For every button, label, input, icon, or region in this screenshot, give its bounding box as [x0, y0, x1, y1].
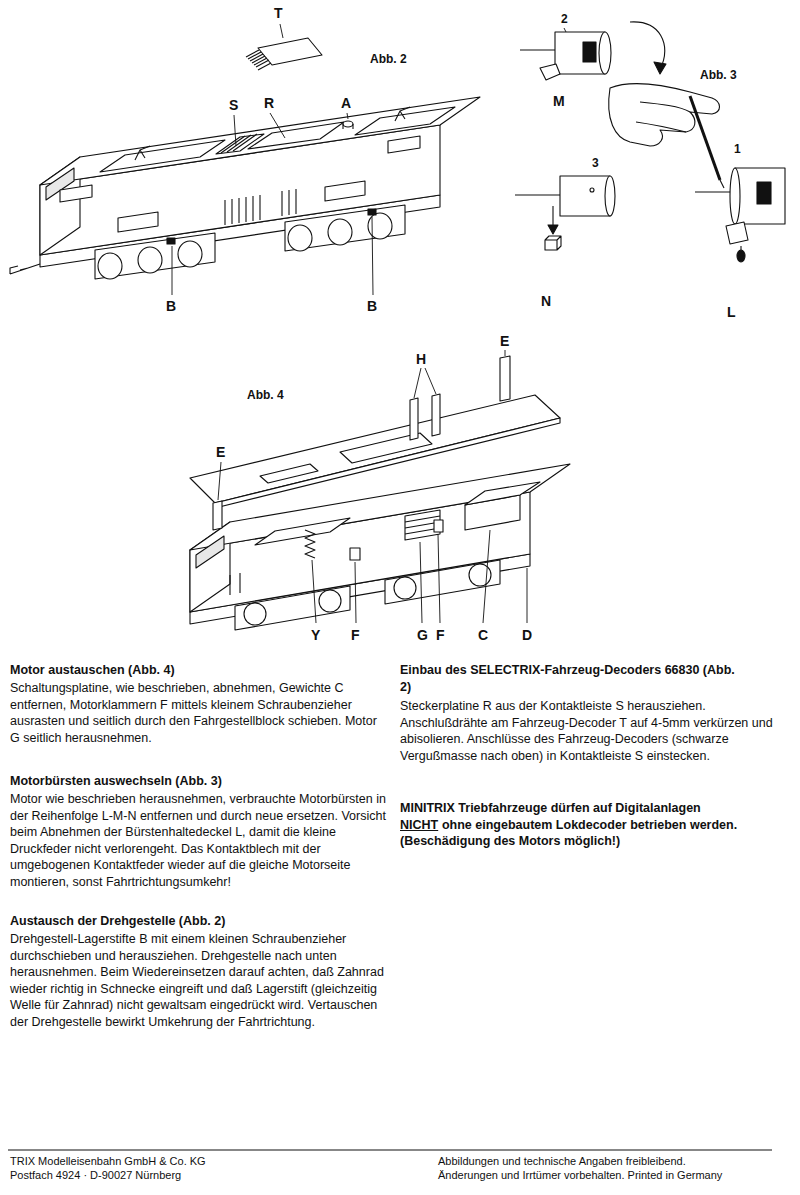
section-heading: Motor austauschen (Abb. 4) — [10, 662, 390, 679]
figure-number: 3 — [592, 156, 599, 172]
figure-number: 2 — [561, 12, 568, 28]
part-letter: G — [417, 626, 428, 644]
footer-note: Abbildungen und technische Angaben freib… — [438, 1154, 686, 1168]
section-text: Motor wie beschrieben herausnehmen, verb… — [10, 791, 390, 890]
figure-number: 1 — [734, 142, 741, 158]
part-letter: S — [229, 96, 238, 114]
warning-block: MINITRIX Triebfahrzeuge dürfen auf Digit… — [400, 800, 775, 850]
section-heading: Austausch der Drehgestelle (Abb. 2) — [10, 913, 390, 930]
part-letter: C — [478, 626, 488, 644]
section-text: Steckerplatine R aus der Kontaktleiste S… — [400, 698, 775, 764]
motor-brush-drawing — [515, 22, 785, 262]
warning-note: MINITRIX Triebfahrzeuge dürfen auf Digit… — [400, 800, 775, 817]
warning-note: NICHT — [400, 818, 438, 832]
chassis-drawing — [190, 350, 570, 630]
footer-note: Änderungen und Irrtümer vorbehalten. Pri… — [438, 1168, 722, 1182]
part-letter: F — [436, 626, 445, 644]
locomotive-drawing — [10, 24, 480, 295]
part-letter: F — [351, 626, 360, 644]
part-letter: H — [416, 350, 426, 368]
part-letter: A — [341, 94, 351, 112]
part-letter: T — [274, 4, 283, 22]
section-heading: Motorbürsten auswechseln (Abb. 3) — [10, 773, 390, 790]
section-text: Schaltungsplatine, wie beschrieben, abne… — [10, 680, 390, 746]
section-text: Drehgestell-Lagerstifte B mit einem klei… — [10, 931, 390, 1030]
part-letter: Y — [311, 626, 320, 644]
footer-rule — [8, 1149, 772, 1150]
figure-number: Abb. 3 — [700, 68, 737, 84]
part-letter: D — [522, 626, 532, 644]
footer-note: TRIX Modelleisenbahn GmbH & Co. KG — [10, 1154, 206, 1168]
part-letter: E — [500, 332, 509, 350]
footer-note: Postfach 4924 · D-90027 Nürnberg — [10, 1168, 181, 1182]
section-heading: Einbau des SELECTRIX-Fahrzeug-Decoders 6… — [400, 662, 740, 695]
figure-number: Abb. 4 — [247, 388, 284, 404]
part-letter: L — [727, 303, 736, 321]
part-letter: B — [166, 297, 176, 315]
part-letter: R — [264, 94, 274, 112]
part-letter: N — [541, 292, 551, 310]
warning-note: ohne eingebautem Lokdecoder betrieben we… — [442, 818, 737, 832]
part-letter: B — [367, 297, 377, 315]
figure-number: Abb. 2 — [370, 52, 407, 68]
warning-note: (Beschädigung des Motors möglich!) — [400, 833, 775, 850]
part-letter: E — [216, 443, 225, 461]
part-letter: M — [553, 92, 565, 110]
